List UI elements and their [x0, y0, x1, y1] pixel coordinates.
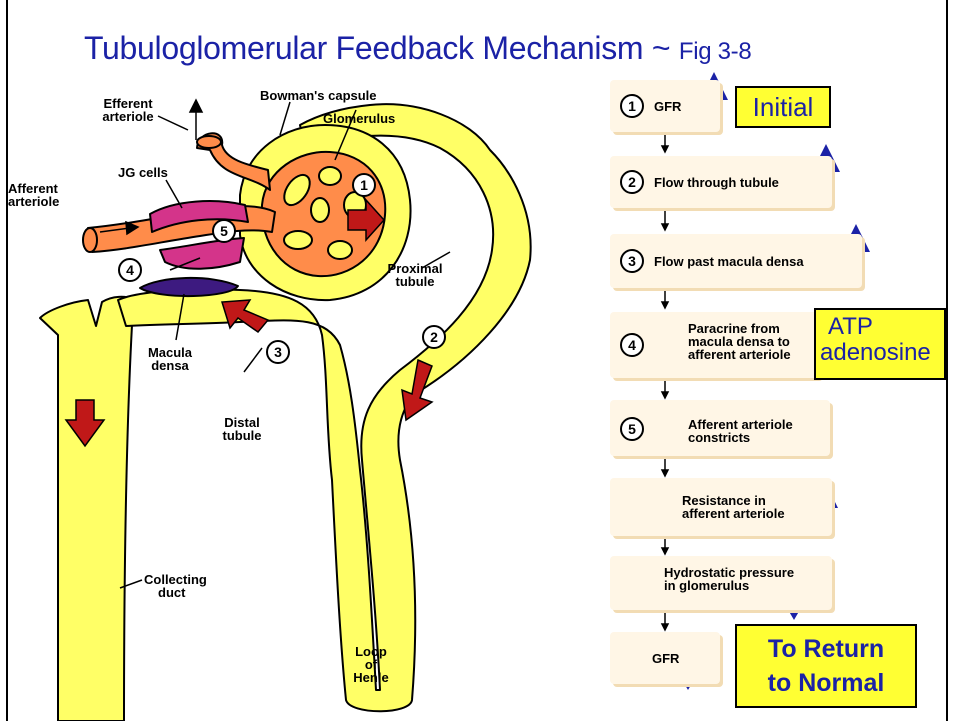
collecting-duct [40, 297, 134, 721]
flow-step-gfr-final-text: GFR [652, 652, 679, 665]
label-jg-cells: JG cells [118, 166, 168, 179]
callout-atp-adenosine: ATP adenosine [814, 308, 946, 380]
label-bowmans-capsule: Bowman's capsule [260, 89, 377, 102]
flow-step-5: 5 Afferent arteriole constricts [610, 400, 830, 456]
callout-return-to-normal: To Return to Normal [735, 624, 917, 708]
diagram-number-1: 1 [352, 173, 376, 197]
label-macula-line2: densa [140, 359, 200, 372]
label-efferent-line2: arteriole [96, 110, 160, 123]
flow-step-gfr-final: GFR [610, 632, 720, 684]
diagram-number-4: 4 [118, 258, 142, 282]
diagram-number-3: 3 [266, 340, 290, 364]
label-distal-line2: tubule [212, 429, 272, 442]
callout-initial: Initial [735, 86, 831, 128]
flow-step-1: 1 GFR [610, 80, 720, 132]
diagram-number-5: 5 [212, 219, 236, 243]
callout-atp-line1: ATP [820, 314, 944, 340]
callout-return-line1: To Return [737, 632, 915, 666]
label-collecting-line2: duct [144, 586, 207, 599]
flow-step-4-line3: afferent arteriole [688, 348, 791, 361]
flow-step-3: 3 Flow past macula densa [610, 234, 862, 288]
label-efferent-arteriole: Efferent arteriole [96, 97, 160, 123]
label-proximal-tubule: Proximal tubule [380, 262, 450, 288]
flow-step-1-text: GFR [654, 100, 681, 113]
label-macula-densa: Macula densa [140, 346, 200, 372]
label-afferent-line2: arteriole [8, 195, 59, 208]
flow-step-hydrostatic-line2: in glomerulus [664, 579, 794, 592]
flow-step-1-number: 1 [620, 94, 644, 118]
callout-atp-line2: adenosine [820, 340, 944, 366]
flow-step-hydrostatic-text: Hydrostatic pressure in glomerulus [664, 566, 794, 592]
callout-return-line2: to Normal [737, 666, 915, 700]
flow-step-resistance-text: Resistance in afferent arteriole [682, 494, 785, 520]
flow-step-3-text: Flow past macula densa [654, 255, 804, 268]
label-collecting-duct: Collecting duct [144, 573, 207, 599]
flow-step-5-line2: constricts [688, 431, 793, 444]
flow-step-2: 2 Flow through tubule [610, 156, 832, 208]
diagram-number-2: 2 [422, 325, 446, 349]
flow-step-5-text: Afferent arteriole constricts [688, 418, 793, 444]
label-loop-of-henle: Loop of Henle [345, 645, 397, 684]
flow-step-2-number: 2 [620, 170, 644, 194]
flow-step-2-text: Flow through tubule [654, 176, 779, 189]
flow-step-hydrostatic: Hydrostatic pressure in glomerulus [610, 556, 832, 610]
flow-step-resistance: Resistance in afferent arteriole [610, 478, 832, 536]
label-proximal-line2: tubule [380, 275, 450, 288]
label-glomerulus: Glomerulus [323, 112, 395, 125]
flow-step-3-number: 3 [620, 249, 644, 273]
flow-step-4-number: 4 [620, 333, 644, 357]
flow-step-4-text: Paracrine from macula densa to afferent … [688, 322, 791, 361]
label-distal-tubule: Distal tubule [212, 416, 272, 442]
macula-densa [140, 278, 238, 296]
flow-step-5-number: 5 [620, 417, 644, 441]
flow-step-resistance-line2: afferent arteriole [682, 507, 785, 520]
label-afferent-arteriole: Afferent arteriole [8, 182, 59, 208]
label-loop-line3: Henle [345, 671, 397, 684]
flow-step-4: 4 Paracrine from macula densa to afferen… [610, 312, 820, 378]
